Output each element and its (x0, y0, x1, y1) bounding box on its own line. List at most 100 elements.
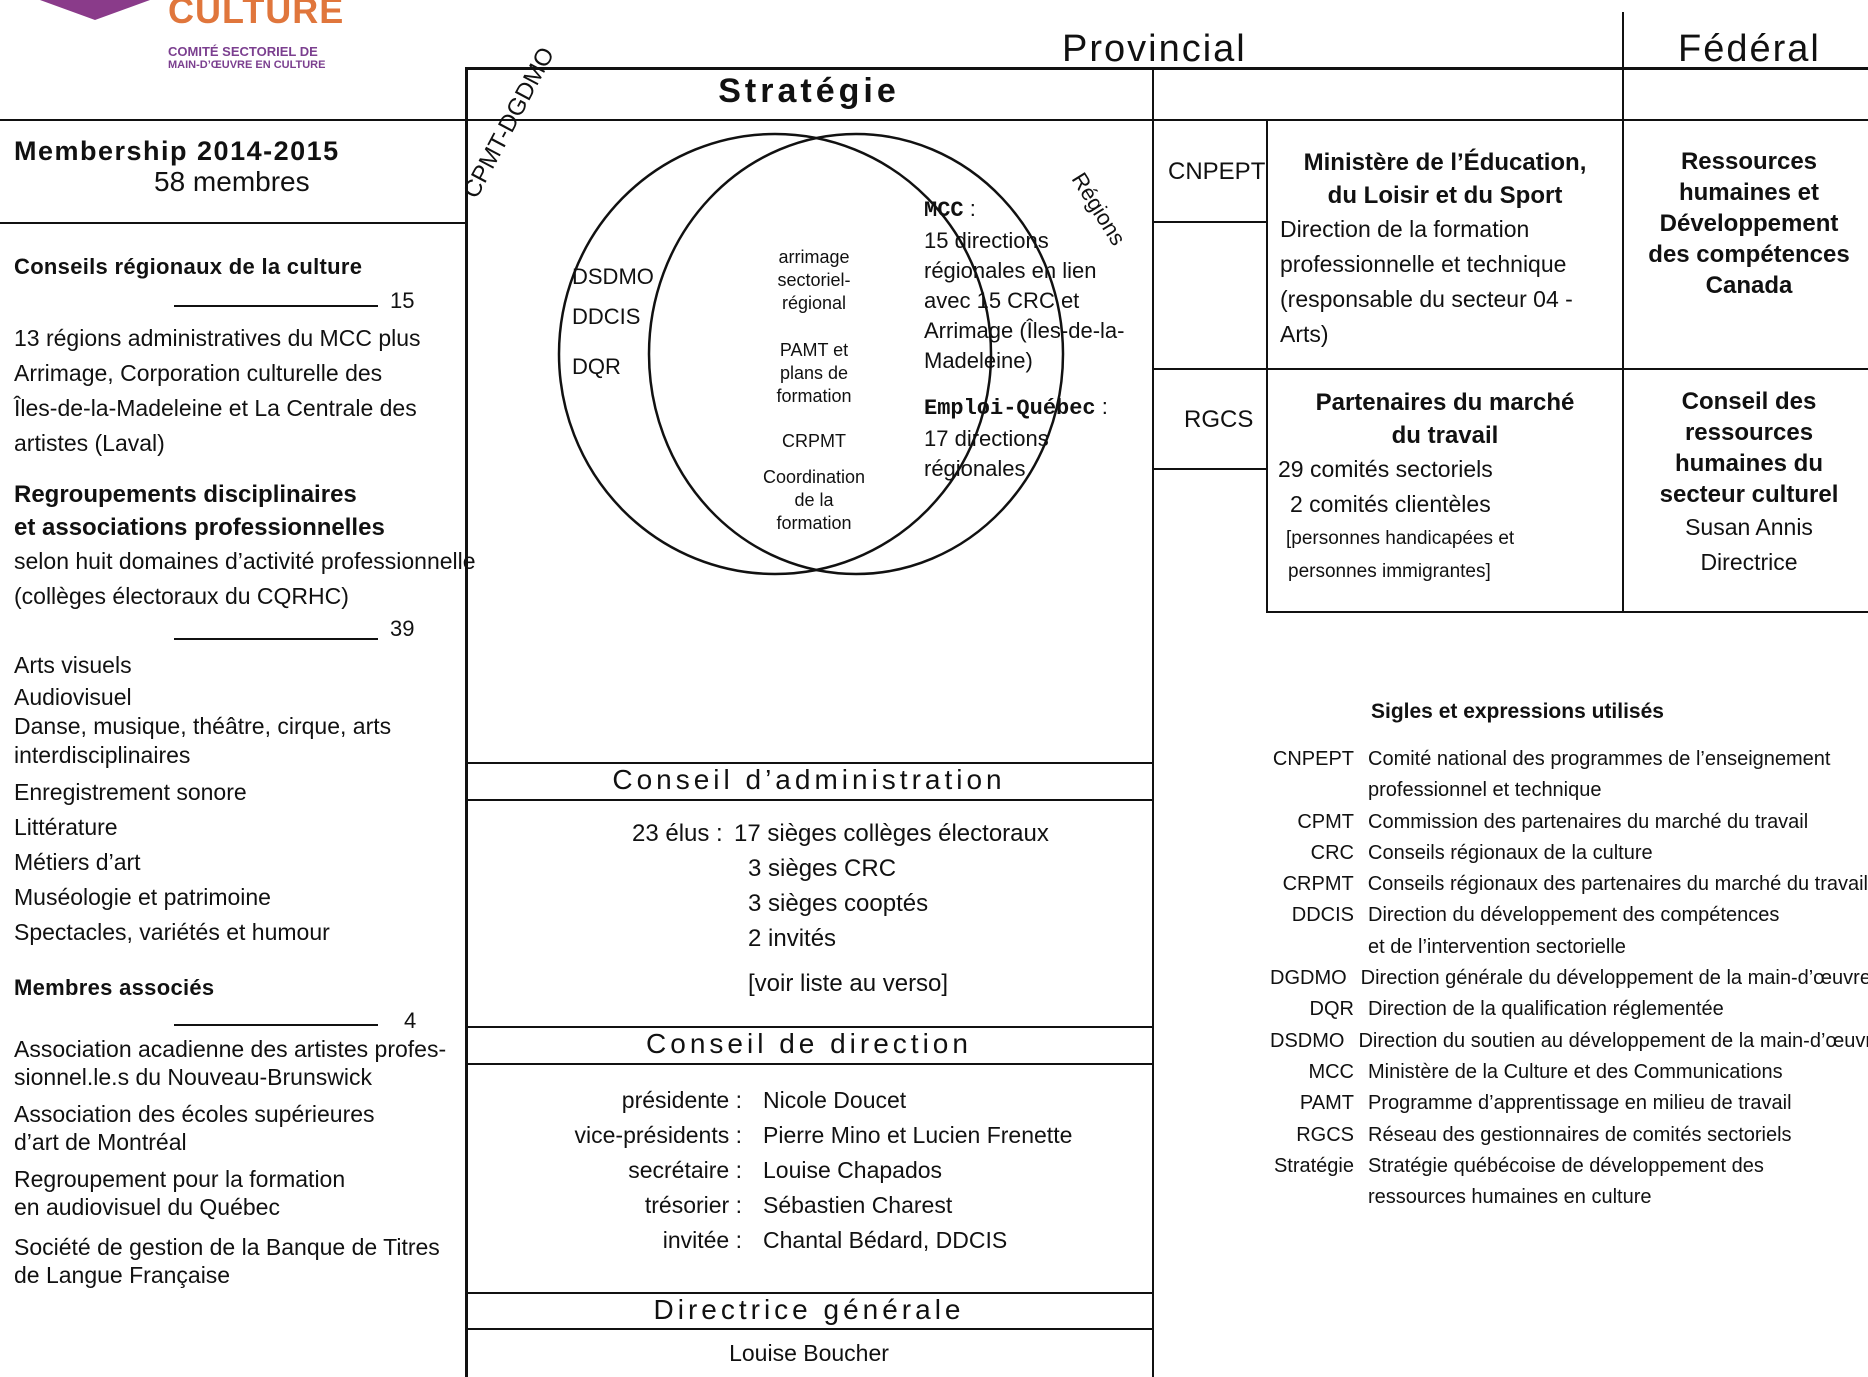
rhdcc-line: Canada (1705, 272, 1793, 299)
cd-role: vice-présidents : (574, 1122, 742, 1148)
cd-member-name: Pierre Mino et Lucien Frenette (763, 1122, 1073, 1148)
sigle-abbr: CRPMT (1282, 873, 1354, 896)
ca-title: Conseil d’administration (612, 764, 1006, 795)
venn-center-item: régional (781, 293, 847, 313)
federal-divider (1622, 12, 1624, 612)
ca-seat: 3 sièges CRC (748, 855, 897, 882)
rhdcc-line: humaines et (1678, 179, 1820, 206)
domain-item: interdisciplinaires (14, 742, 191, 768)
associe-line: en audiovisuel du Québec (14, 1194, 280, 1220)
dg-name: Louise Boucher (729, 1340, 889, 1366)
strategie-right-border (1152, 67, 1154, 1377)
sigle-def: Stratégie québécoise de développement de… (1368, 1154, 1764, 1177)
domain-item: Arts visuels (14, 652, 132, 678)
venn-center-item: sectoriel- (777, 270, 851, 290)
regroupements-count-rule (174, 638, 378, 640)
cd-member-name: Chantal Bédard, DDCIS (763, 1227, 1008, 1253)
sigle-abbr: MCC (1308, 1060, 1354, 1083)
regroupements-count: 39 (390, 616, 415, 641)
domain-item: Métiers d’art (14, 849, 141, 875)
venn-eq-line: régionales (924, 456, 1026, 481)
pmt-line: 2 comités clientèles (1290, 491, 1491, 517)
domain-item: Muséologie et patrimoine (14, 884, 271, 910)
ca-top-rule (466, 762, 1152, 764)
cd-role: secrétaire : (628, 1157, 742, 1183)
cd-role: invitée : (662, 1227, 742, 1253)
venn-mcc-title: MCC (924, 198, 964, 223)
associe-line: sionnel.le.s du Nouveau-Brunswick (14, 1064, 372, 1090)
sigle-def: Direction du soutien au développement de… (1358, 1029, 1868, 1052)
top-rule (465, 67, 1868, 70)
venn-right-circle (647, 132, 1065, 576)
provincial-row-divider (1152, 368, 1868, 370)
venn-mcc-line: Arrimage (Îles-de-la- (924, 318, 1125, 343)
sigle-row: Stratégie Stratégie québécoise de dévelop… (1270, 1155, 1868, 1186)
sigle-abbr (1270, 779, 1354, 810)
membership-rule (0, 222, 466, 224)
cnpept-underline (1152, 221, 1267, 223)
venn-mcc-colon: : (963, 196, 976, 221)
venn-center-item: arrimage (778, 247, 850, 267)
cd-role: trésorier : (644, 1192, 742, 1218)
crc-description: 13 régions administratives du MCC plus A… (14, 321, 421, 461)
sigle-abbr: Stratégie (1273, 1154, 1354, 1177)
sigle-def: Direction du développement des compétenc… (1368, 904, 1780, 927)
crhsc-role: Directrice (1700, 549, 1798, 575)
venn-center-item: Coordination (762, 467, 866, 487)
venn-center-item: formation (776, 513, 852, 533)
meles-block: Ministère de l’Éducation, du Loisir et d… (1276, 146, 1614, 352)
venn-eq-block: Emploi-Québec : 17 directions régionales (924, 392, 1108, 484)
venn-center-block-2: PAMT et plans de formation (752, 339, 876, 408)
ca-seat: 3 sièges cooptés (748, 890, 929, 917)
cd-title-rule (466, 1063, 1152, 1065)
regroupements-line: (collèges électoraux du CQRHC) (14, 583, 349, 609)
sigle-def: Programme d’apprentissage en milieu de t… (1368, 1092, 1792, 1115)
domain-item: Spectacles, variétés et humour (14, 919, 330, 945)
rgcs-label: RGCS (1184, 406, 1254, 433)
regroupements-title-line: Regroupements disciplinaires (14, 481, 357, 508)
crc-line: Arrimage, Corporation culturelle des (14, 360, 383, 386)
associes-count: 4 (404, 1008, 417, 1033)
pmt-title: du travail (1391, 422, 1499, 449)
sigle-row: ressources humaines en culture (1270, 1186, 1868, 1217)
crc-title: Conseils régionaux de la culture (14, 254, 363, 279)
venn-mcc-line: régionales en lien (924, 258, 1097, 283)
sigle-def: Direction générale du développement de l… (1360, 967, 1868, 990)
regroupements-title-line: et associations professionnelles (14, 514, 385, 541)
strategie-title: Stratégie (718, 72, 900, 110)
regroupements-line: selon huit domaines d’activité professio… (14, 548, 476, 574)
sigle-def: Commission des partenaires du marché du … (1368, 810, 1809, 833)
associe-line: d’art de Montréal (14, 1129, 187, 1155)
venn-left-circle (557, 132, 993, 576)
cnpept-label: CNPEPT (1168, 158, 1266, 185)
venn-left-item: DDCIS (572, 304, 641, 329)
venn-mcc-line: 15 directions (924, 228, 1049, 253)
sigle-def: Direction de la qualification réglementé… (1368, 998, 1724, 1021)
associes-list: Association acadienne des artistes profe… (14, 1035, 446, 1289)
venn-eq-title: Emploi-Québec (924, 396, 1096, 421)
domain-item: Littérature (14, 814, 118, 840)
domain-item: Danse, musique, théâtre, cirque, arts (14, 713, 392, 739)
meles-line: professionnelle et technique (1280, 251, 1567, 277)
venn-eq-colon: : (1095, 394, 1108, 419)
strategie-left-border (465, 67, 468, 1377)
venn-center-item: de la (794, 490, 834, 510)
provincial-header: Provincial (1062, 28, 1247, 70)
associes-title: Membres associés (14, 975, 215, 1000)
meles-line: Direction de la formation (1280, 216, 1530, 242)
domains-list: Arts visuels Audiovisuel Danse, musique,… (14, 648, 391, 950)
federal-header: Fédéral (1678, 28, 1821, 70)
dg-title: Directrice générale (653, 1294, 965, 1325)
sigle-abbr: DQR (1309, 998, 1354, 1021)
sigle-def: Conseils régionaux de la culture (1368, 841, 1653, 864)
cd-member-name: Louise Chapados (763, 1157, 943, 1183)
sigle-def: et de l’intervention sectorielle (1368, 935, 1626, 958)
sigles-title: Sigles et expressions utilisés (1371, 700, 1664, 723)
